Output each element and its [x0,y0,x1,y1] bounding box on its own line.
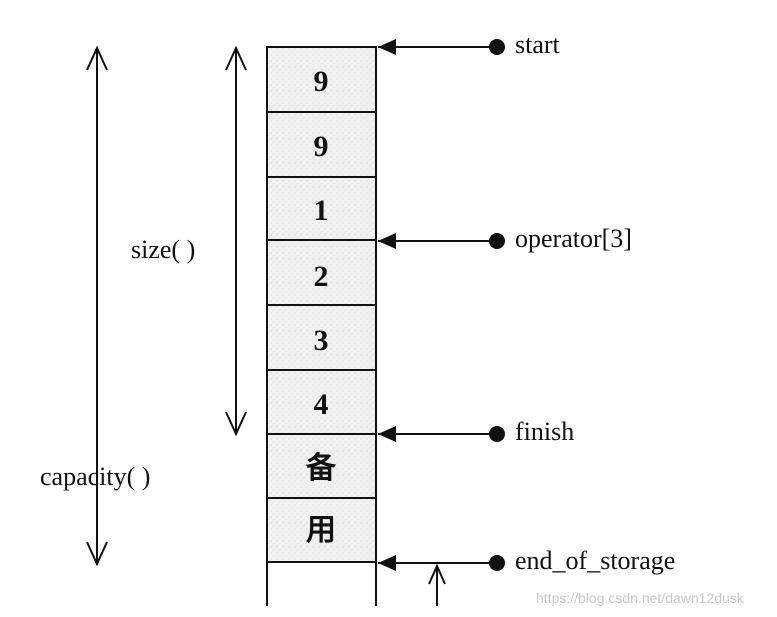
cell-value: 4 [314,388,329,421]
memory-column: 9 9 1 2 3 4 备 [266,46,377,606]
cell-value: 备 [306,451,337,485]
cell-value: 3 [314,324,329,357]
end-of-storage-pointer-dot [489,555,505,571]
memory-cell-3: 2 [266,239,377,306]
capacity-label: capacity( ) [40,462,150,491]
operator-label: operator[3] [515,224,632,253]
memory-cell-6: 备 [266,433,377,499]
operator-pointer-dot [489,233,505,249]
end-of-storage-label: end_of_storage [515,546,675,575]
start-label: start [515,30,561,59]
size-label: size( ) [131,235,195,264]
cell-value: 9 [314,65,329,98]
capacity-range-arrow [86,45,108,567]
finish-label: finish [515,417,574,446]
end-of-storage-pointer: end_of_storage [378,546,675,575]
size-range-arrow [225,45,247,437]
memory-cell-0: 9 [266,46,377,113]
operator-pointer: operator[3] [378,224,632,253]
cell-value: 1 [314,194,329,227]
memory-cell-5: 4 [266,369,377,435]
start-pointer: start [378,30,561,59]
memory-cell-4: 3 [266,304,377,371]
finish-pointer: finish [378,417,574,446]
memory-cell-7: 用 [266,497,377,563]
watermark: https://blog.csdn.net/dawn12dusk [536,590,745,606]
memory-cell-2: 1 [266,176,377,241]
cell-value: 2 [314,260,329,293]
memory-cell-8 [266,561,377,606]
cell-value: 用 [306,514,336,547]
up-arrow [428,563,446,606]
start-pointer-dot [489,39,505,55]
finish-pointer-dot [489,426,505,442]
memory-cell-1: 9 [266,111,377,178]
cell-value: 9 [314,130,329,163]
